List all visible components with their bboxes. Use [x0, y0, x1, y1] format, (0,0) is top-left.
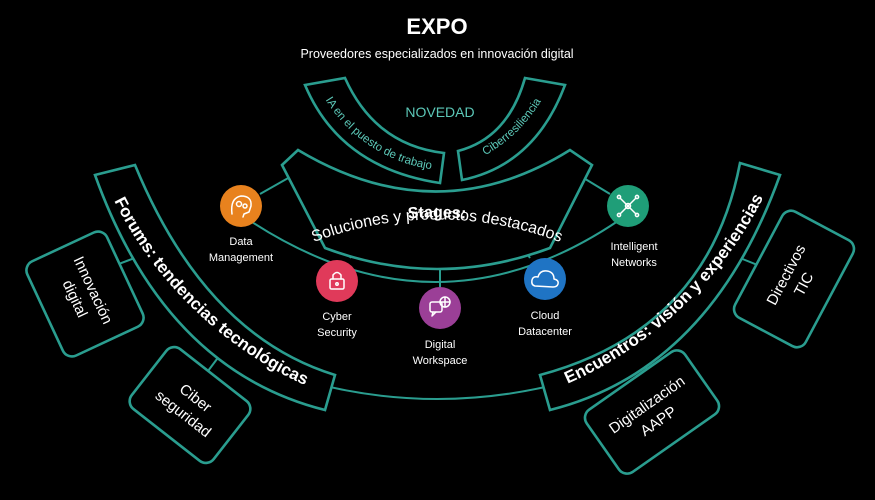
stage-node-label: Data — [229, 236, 253, 248]
connector-line — [581, 176, 611, 195]
page-subtitle: Proveedores especializados en innovación… — [300, 47, 573, 61]
stage-node-digital-workspace[interactable]: Digital Workspace — [413, 287, 468, 367]
cyber-security-circle — [316, 260, 358, 302]
page-title: EXPO — [406, 14, 467, 39]
forums-sub-ciberseguridad[interactable]: Ciber seguridad — [126, 343, 255, 467]
stage-node-label: Cyber — [322, 311, 352, 323]
stage-node-label: Datacenter — [518, 326, 572, 338]
novedad-left-panel[interactable] — [303, 76, 446, 185]
innovacion-digital-box — [25, 230, 145, 358]
forums-sub-innovacion-digital[interactable]: Innovación digital — [23, 228, 147, 359]
forums-panel[interactable] — [93, 163, 337, 412]
stage-node-cyber-security[interactable]: Cyber Security — [316, 260, 358, 339]
stage-node-label: Intelligent — [610, 241, 657, 253]
novedad-right-panel[interactable] — [456, 76, 567, 182]
connector-line — [259, 176, 291, 195]
outer-connector-arc — [294, 377, 581, 400]
brain-icon — [230, 195, 252, 218]
stage-node-label: Cloud — [531, 310, 560, 322]
encuentros-sub-directivos-tic[interactable]: Directivos TIC — [731, 207, 858, 351]
stage-node-label: Security — [317, 327, 357, 339]
digital-workspace-circle — [419, 287, 461, 329]
network-icon — [616, 194, 640, 218]
stage-node-label: Workspace — [413, 355, 468, 367]
digitalizacion-aapp-box — [583, 349, 721, 475]
stage-node-data-management[interactable]: Data Management — [209, 185, 273, 264]
directivos-tic-box — [732, 209, 856, 349]
stages-panel[interactable] — [280, 148, 594, 271]
cloud-datacenter-circle — [524, 258, 566, 300]
stage-node-intelligent-networks[interactable]: Intelligent Networks — [607, 185, 658, 269]
stage-node-label: Networks — [611, 257, 657, 269]
lock-icon — [329, 271, 345, 290]
stage-node-label: Digital — [425, 339, 456, 351]
stages-connector-arc — [239, 213, 629, 283]
encuentros-panel[interactable] — [538, 161, 782, 412]
cloud-icon — [531, 270, 559, 288]
novedad-label: NOVEDAD — [405, 104, 474, 120]
stage-node-label: Management — [209, 252, 273, 264]
workspace-icon — [429, 296, 451, 317]
ciberseguridad-box — [128, 345, 252, 465]
stage-node-cloud-datacenter[interactable]: Cloud Datacenter — [518, 258, 572, 338]
